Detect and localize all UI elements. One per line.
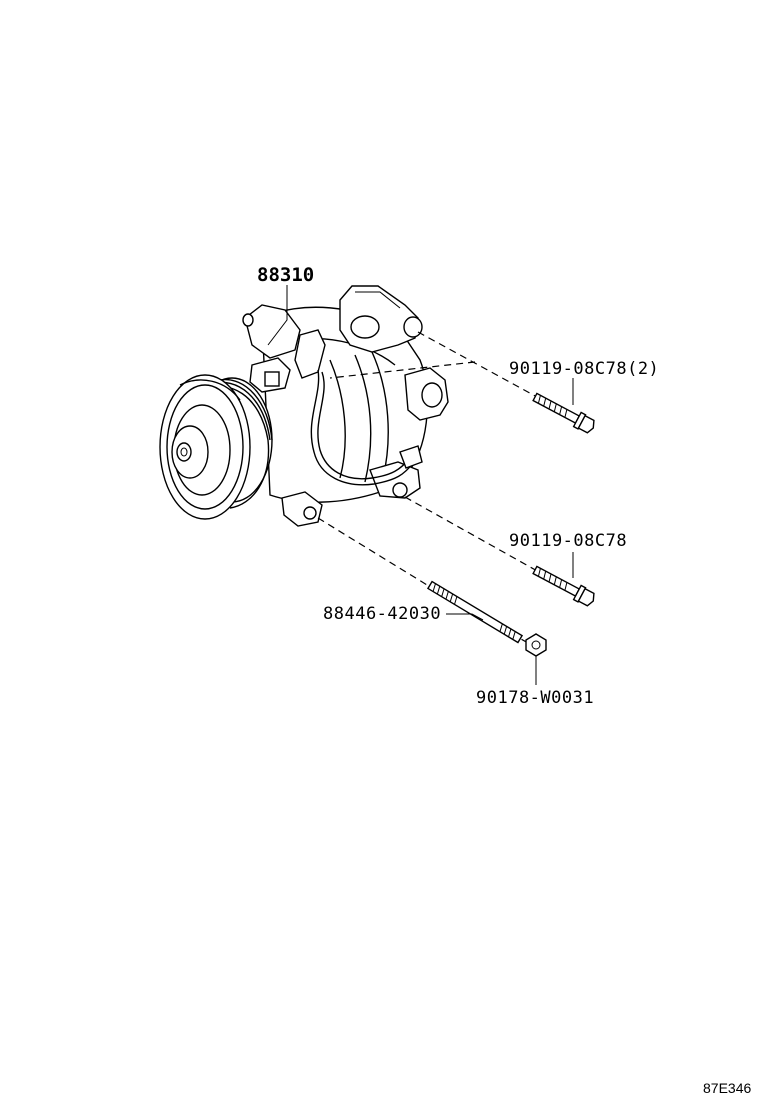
stud-bolt-icon[interactable] <box>426 580 524 644</box>
callout-nut[interactable]: 90178-W0031 <box>476 688 594 708</box>
bolt-upper-icon[interactable] <box>531 390 597 435</box>
main-part-leader <box>267 285 288 346</box>
bolt-lower-icon[interactable] <box>531 563 597 608</box>
callout-bolt-lower[interactable]: 90119-08C78 <box>509 531 627 551</box>
figure-code: 87E346 <box>703 1080 751 1096</box>
nut-icon[interactable] <box>525 633 547 657</box>
stud-bolt-leader <box>446 613 484 621</box>
ac-compressor[interactable] <box>159 285 449 527</box>
callout-bolt-upper[interactable]: 90119-08C78(2) <box>509 359 659 379</box>
main-part-number[interactable]: 88310 <box>257 264 314 286</box>
callout-stud-bolt[interactable]: 88446-42030 <box>323 604 441 624</box>
